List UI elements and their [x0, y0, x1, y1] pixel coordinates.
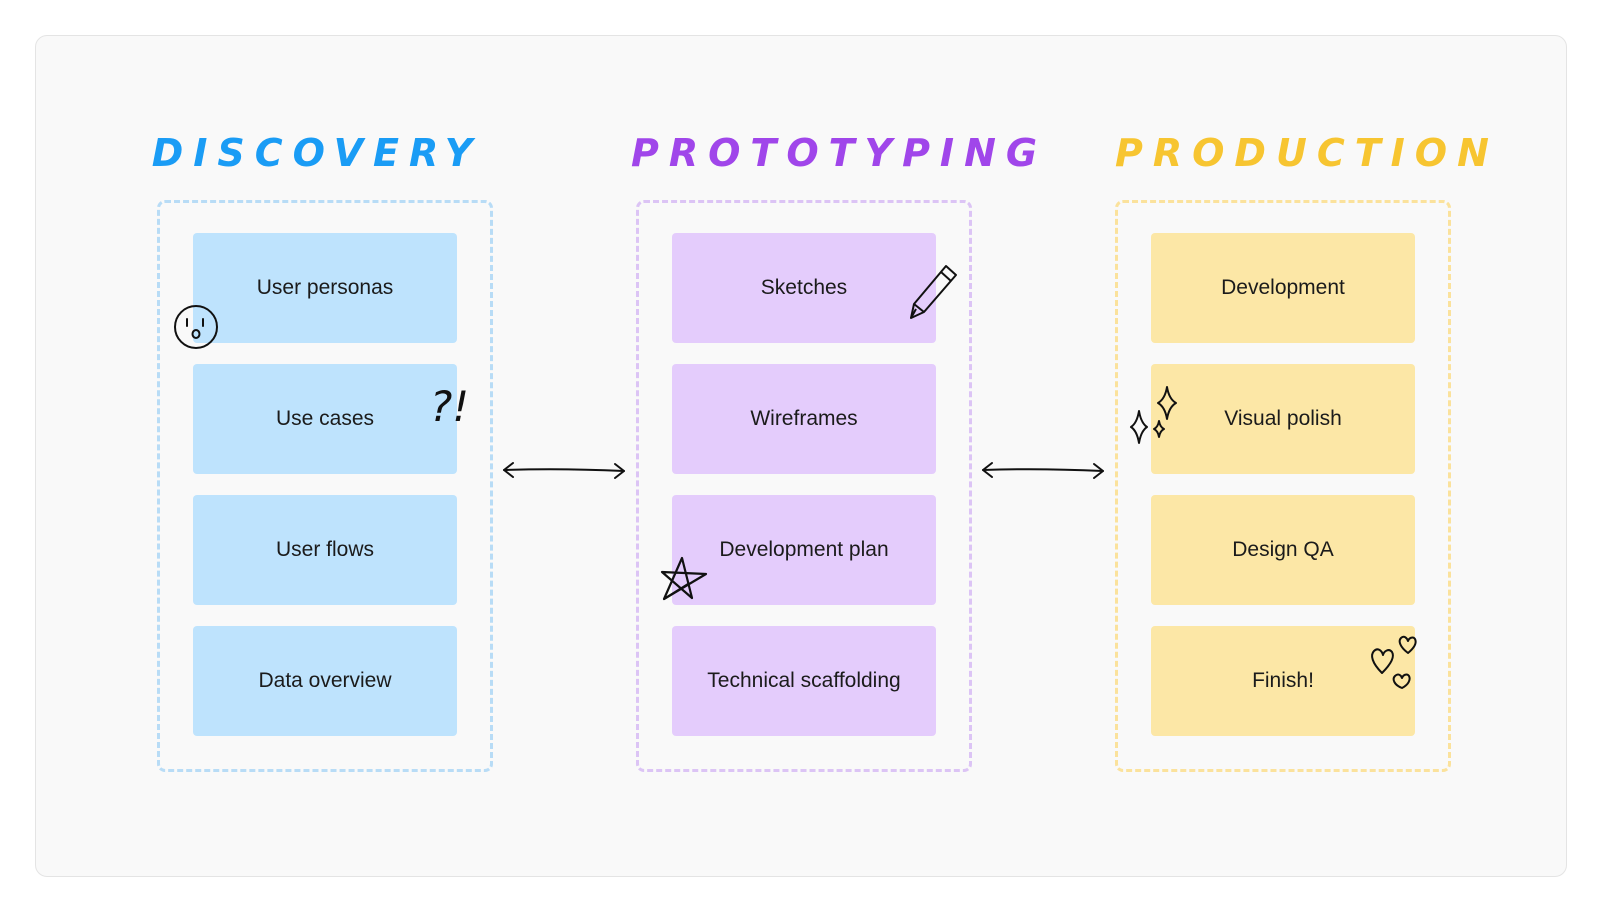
- column-frame-production: [1115, 200, 1451, 772]
- sticky-note-development[interactable]: Development: [1151, 233, 1415, 343]
- sticky-note-wireframes[interactable]: Wireframes: [672, 364, 936, 474]
- star-icon: [660, 556, 708, 601]
- column-title-prototyping: PROTOTYPING: [631, 131, 1048, 175]
- sticky-note-use-cases[interactable]: Use cases: [193, 364, 457, 474]
- pencil-icon: [910, 265, 957, 319]
- question-exclamation-mark: ?!: [430, 382, 470, 431]
- surprised-face-icon: [174, 305, 218, 349]
- column-frame-prototyping: [636, 200, 972, 772]
- sticky-note-user-personas[interactable]: User personas: [193, 233, 457, 343]
- sticky-note-data-overview[interactable]: Data overview: [193, 626, 457, 736]
- column-title-discovery: DISCOVERY: [151, 131, 483, 175]
- double-arrow-prototyping-production[interactable]: [979, 456, 1109, 486]
- sticky-note-technical-scaffolding[interactable]: Technical scaffolding: [672, 626, 936, 736]
- sticky-note-visual-polish[interactable]: Visual polish: [1151, 364, 1415, 474]
- sparkles-icon: [1130, 386, 1177, 444]
- sticky-note-finish[interactable]: Finish!: [1151, 626, 1415, 736]
- double-arrow-discovery-prototyping[interactable]: [500, 456, 630, 486]
- sticky-note-development-plan[interactable]: Development plan: [672, 495, 936, 605]
- column-frame-discovery: [157, 200, 493, 772]
- sticky-note-sketches[interactable]: Sketches: [672, 233, 936, 343]
- sticky-note-user-flows[interactable]: User flows: [193, 495, 457, 605]
- sticky-note-design-qa[interactable]: Design QA: [1151, 495, 1415, 605]
- hearts-icon: [1371, 635, 1417, 689]
- column-title-production: PRODUCTION: [1115, 131, 1499, 175]
